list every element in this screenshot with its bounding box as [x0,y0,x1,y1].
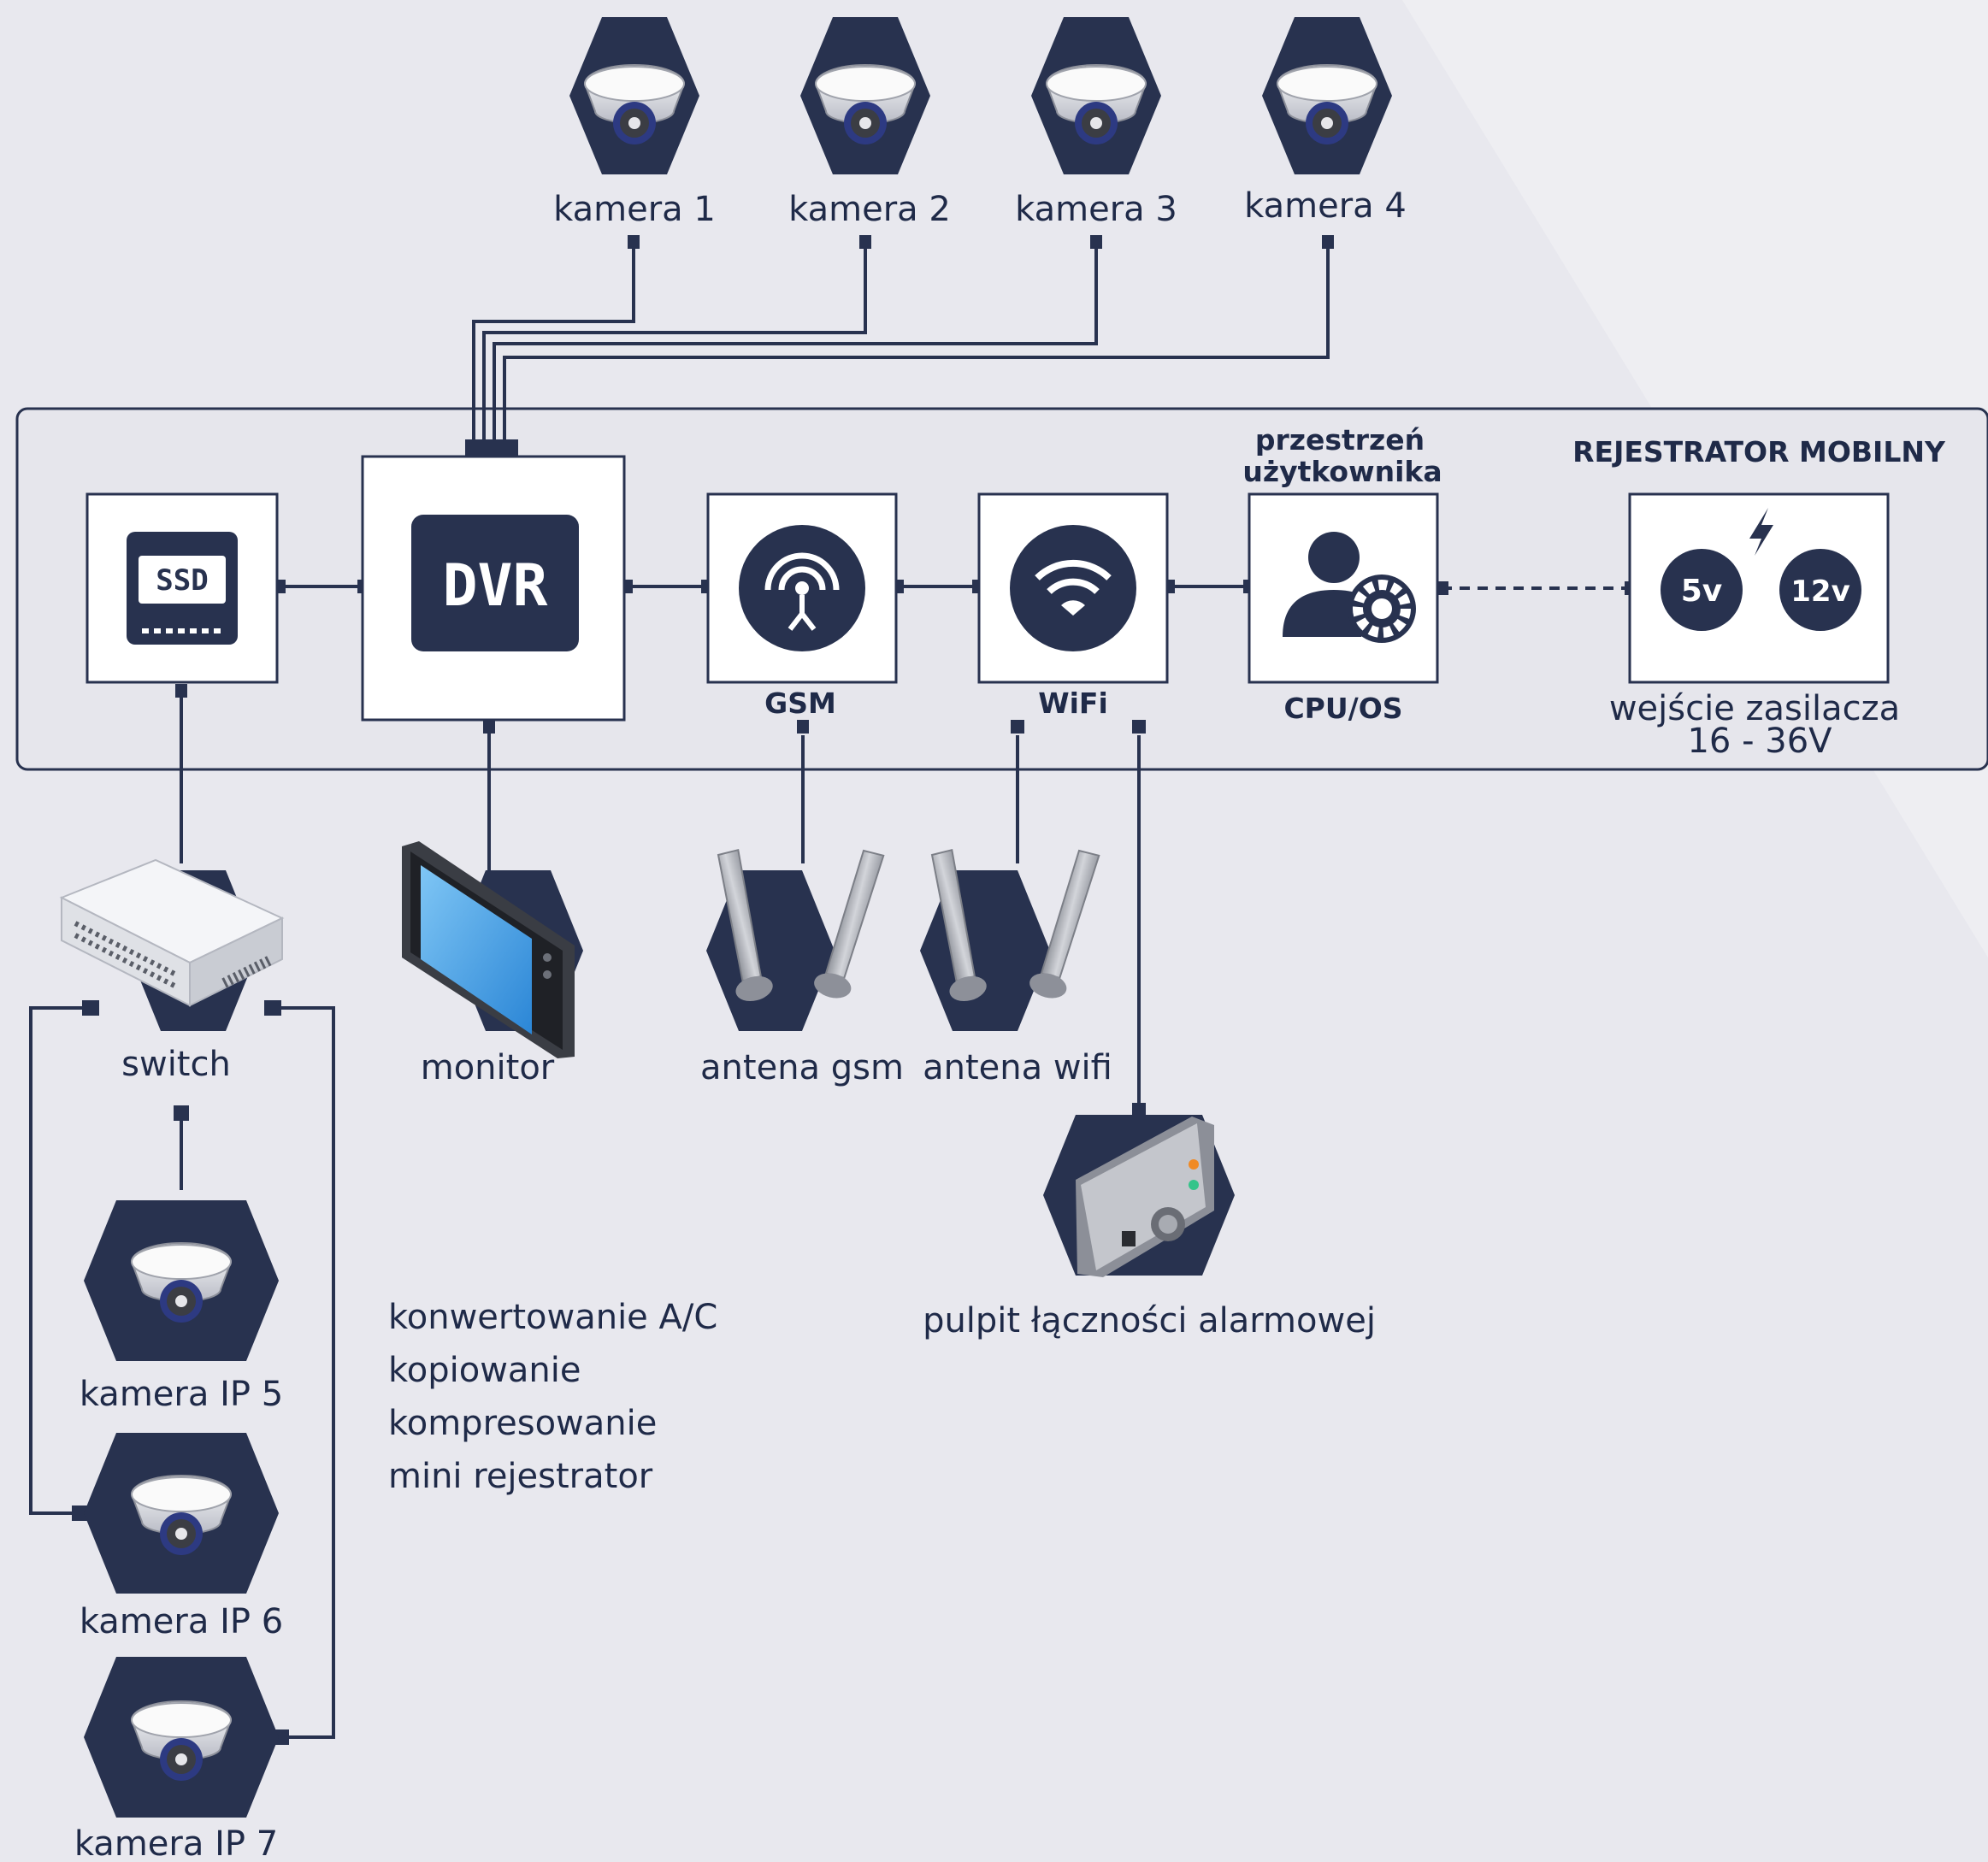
power-5v-icon [1661,549,1743,631]
ip-camera-7: kamera IP 7 [74,1657,279,1862]
camera-4-label: kamera 4 [1244,186,1407,226]
ssd-module: SSD [86,492,279,684]
antenna-gsm-device: antena gsm [700,846,904,1087]
ip-camera-6-label: kamera IP 6 [80,1602,283,1641]
ip-camera-5-label: kamera IP 5 [80,1375,283,1414]
switch-label: switch [121,1045,231,1084]
ip-camera-6: kamera IP 6 [80,1433,283,1641]
recorder-title: REJESTRATOR MOBILNY [1572,435,1946,468]
wifi-label: WiFi [1038,686,1108,720]
ssd-label: SSD [156,563,208,598]
power-module: 5v 12v wejście zasilacza 16 - 36V [1609,492,1900,761]
ip-camera-5: kamera IP 5 [80,1200,283,1414]
user-gear-icon [1283,532,1416,643]
camera-2: kamera 2 [788,17,951,229]
function-item: kopiowanie [388,1351,581,1390]
dvr-label: DVR [443,552,548,620]
alarm-panel-label: pulpit łączności alarmowej [923,1301,1376,1341]
camera-3-label: kamera 3 [1015,190,1177,229]
cpu-module: przestrzeń użytkownika CPU/OS [1242,423,1442,725]
function-list: konwertowanie A/C kopiowanie kompresowan… [388,1298,717,1496]
power-input-label-2: 16 - 36V [1687,722,1832,761]
function-item: konwertowanie A/C [388,1298,717,1337]
wifi-module: WiFi [977,492,1169,720]
power-12v-label: 12v [1790,575,1849,609]
function-item: mini rejestrator [388,1457,653,1496]
camera-1: kamera 1 [553,17,716,229]
module-wires [278,585,1629,590]
function-item: kompresowanie [388,1404,657,1443]
camera-wires [472,245,1330,445]
ip-camera-7-label: kamera IP 7 [74,1824,278,1862]
switch-device: switch [59,858,285,1084]
camera-2-label: kamera 2 [788,190,951,229]
dvr-camera-port [465,439,518,457]
antenna-wifi-label: antena wifi [923,1048,1112,1087]
monitor-screen [421,865,532,1034]
alarm-panel-device: pulpit łączności alarmowej [923,1115,1376,1341]
gsm-label: GSM [764,686,836,720]
camera-1-label: kamera 1 [553,190,716,229]
wifi-icon [1010,525,1136,651]
power-12v-icon [1779,549,1861,631]
device-wires [29,691,1141,1739]
power-5v-label: 5v [1681,574,1723,609]
lightning-icon [1749,508,1773,556]
power-input-label-1: wejście zasilacza [1609,689,1900,728]
dvr-icon [411,515,579,651]
cpu-label: CPU/OS [1283,692,1402,725]
antenna-wifi-device: antena wifi [915,846,1112,1087]
camera-3: kamera 3 [1015,17,1177,229]
gsm-module: GSM [706,492,898,720]
antenna-gsm-label: antena gsm [700,1048,904,1087]
user-space-label-1: przestrzeń [1255,423,1425,457]
user-space-label-2: użytkownika [1242,455,1442,488]
monitor-label: monitor [421,1048,555,1087]
camera-4: kamera 4 [1244,17,1407,226]
monitor-device: monitor [402,841,583,1087]
dvr-module: DVR [361,455,626,722]
